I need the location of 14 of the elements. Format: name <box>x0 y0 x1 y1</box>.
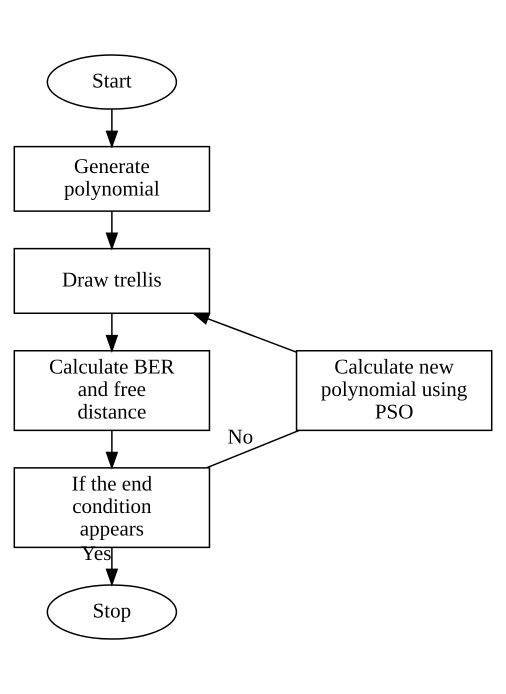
node-ellipse: Stop <box>46 584 178 640</box>
node-box: Generate polynomial <box>14 146 210 212</box>
connector <box>206 430 300 468</box>
node-box: Calculate BER and free distance <box>14 350 210 432</box>
arrow <box>106 430 118 470</box>
arrow <box>106 547 118 587</box>
node-box: Draw trellis <box>14 248 210 314</box>
arrow <box>106 211 118 251</box>
node-ellipse: Start <box>46 54 178 110</box>
edge-label: No <box>228 424 254 448</box>
arrow <box>106 109 118 149</box>
arrow <box>106 313 118 353</box>
arrow <box>191 312 296 353</box>
node-box: Calculate new polynomial using PSO <box>296 350 492 432</box>
